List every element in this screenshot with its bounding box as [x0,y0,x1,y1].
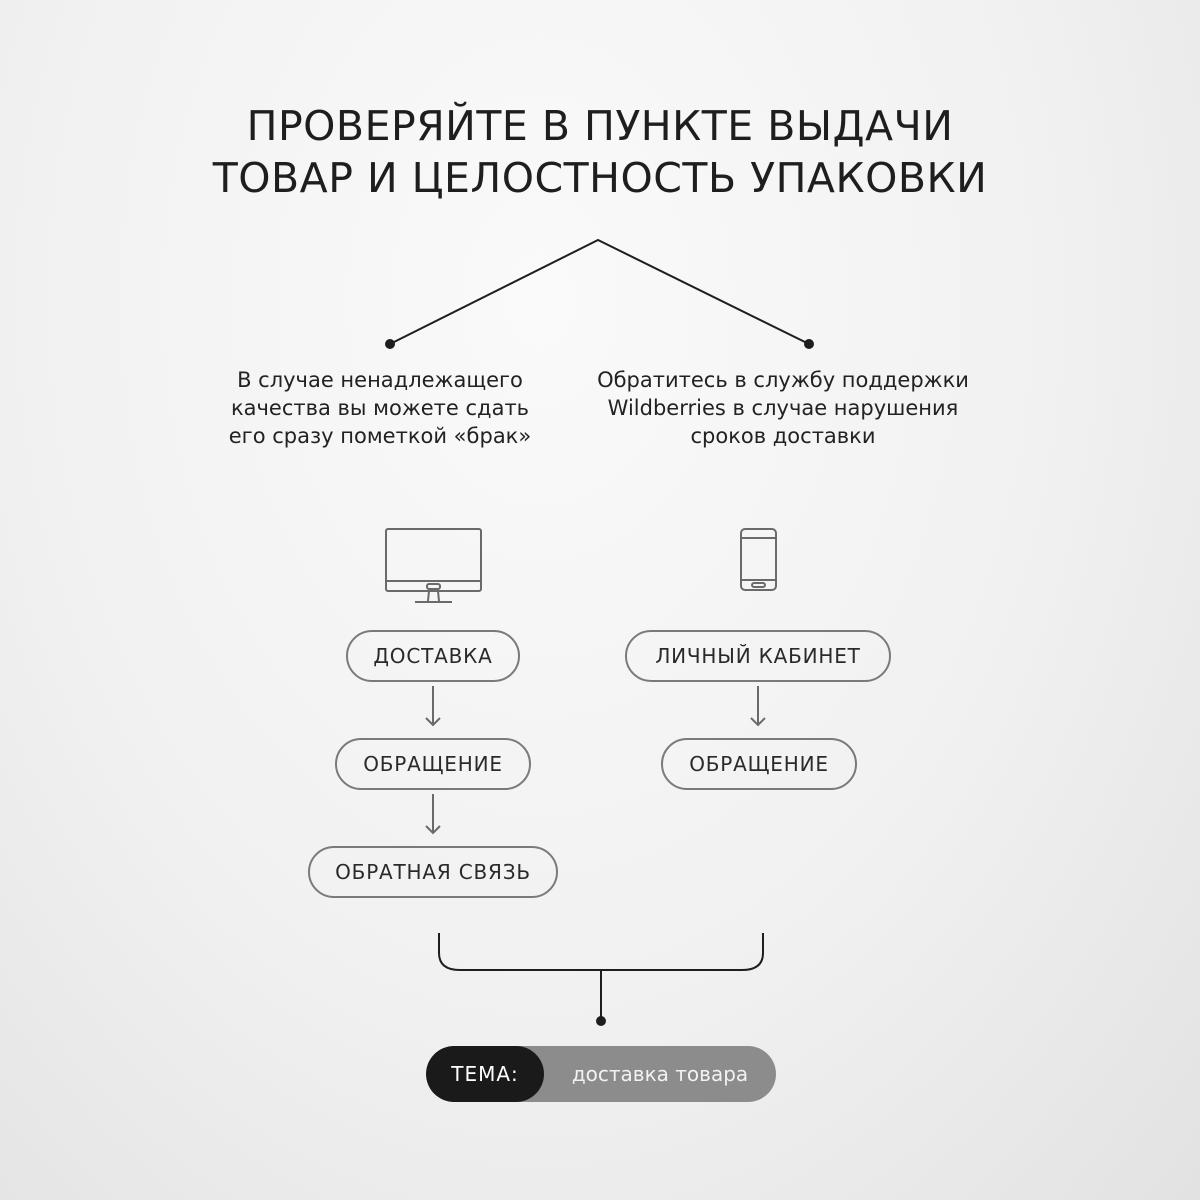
page-title: ПРОВЕРЯЙТЕ В ПУНКТЕ ВЫДАЧИ ТОВАР И ЦЕЛОС… [0,100,1200,204]
left-branch-dot [385,339,395,349]
merge-dot [596,1016,606,1026]
branch-connector [389,238,810,345]
title-line-1: ПРОВЕРЯЙТЕ В ПУНКТЕ ВЫДАЧИ [246,102,954,150]
right-branch-dot [804,339,814,349]
left-description-line: его сразу пометкой «брак» [228,424,532,448]
theme-badge: ТЕМА: доставка товара [426,1046,776,1102]
step-appeal-right: ОБРАЩЕНИЕ [661,738,857,790]
merge-bracket [438,933,764,971]
desktop-monitor-icon [385,528,482,603]
theme-value: доставка товара [571,1062,749,1086]
right-description-line: сроков доставки [690,424,876,448]
left-description-line: В случае ненадлежащего [237,368,523,392]
theme-label: ТЕМА: [426,1046,544,1102]
step-appeal-left: ОБРАЩЕНИЕ [335,738,531,790]
step-feedback: ОБРАТНАЯ СВЯЗЬ [308,846,558,898]
right-description-line: Обратитесь в службу поддержки [597,368,969,392]
left-description: В случае ненадлежащего качества вы может… [190,366,570,450]
arrow-down-icon [425,686,441,727]
step-personal-account: ЛИЧНЫЙ КАБИНЕТ [625,630,891,682]
arrow-down-icon [425,794,441,835]
left-description-line: качества вы можете сдать [230,396,530,420]
step-delivery: ДОСТАВКА [346,630,520,682]
right-description: Обратитесь в службу поддержки Wildberrie… [583,366,983,450]
right-description-line: Wildberries в случае нарушения [607,396,959,420]
arrow-down-icon [750,686,766,727]
smartphone-icon [740,528,777,591]
title-line-2: ТОВАР И ЦЕЛОСТНОСТЬ УПАКОВКИ [212,154,988,202]
